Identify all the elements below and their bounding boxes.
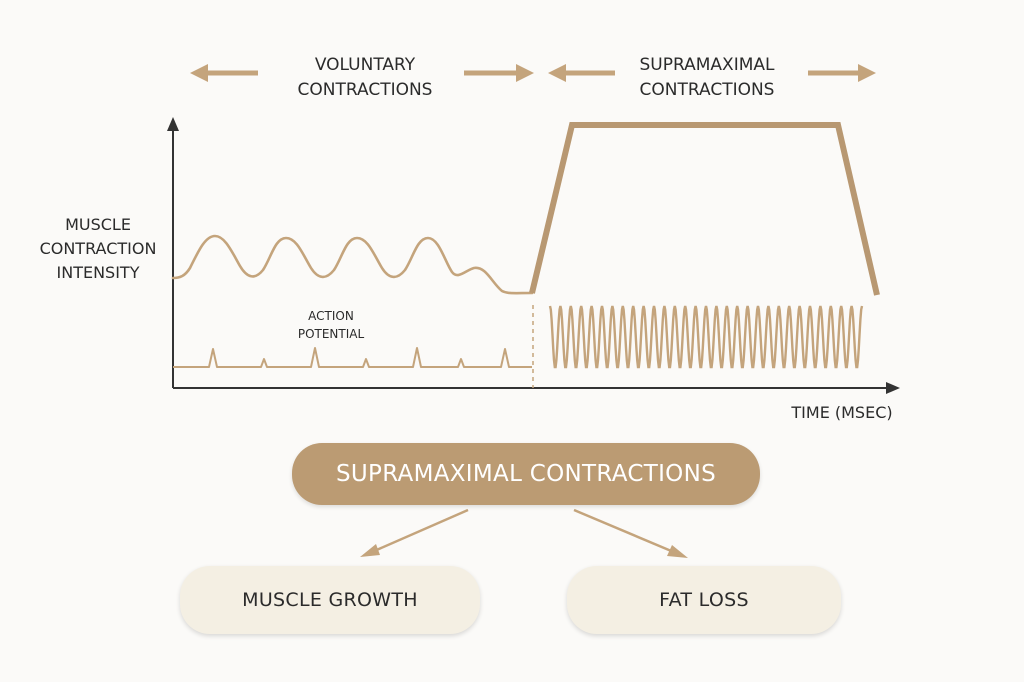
supramaximal-label-line1: SUPRAMAXIMAL — [640, 55, 775, 75]
muscle-growth-pill: MUSCLE GROWTH — [180, 566, 480, 634]
fat-loss-pill: FAT LOSS — [567, 566, 841, 634]
supramaximal-range-arrows — [548, 64, 876, 82]
supramaximal-contraction-plateau — [529, 122, 880, 296]
high-frequency-firing-wave — [548, 305, 864, 369]
supramaximal-arrow-left-head — [548, 64, 566, 82]
arrow-to-fat-loss — [573, 508, 677, 555]
y-axis-arrowhead — [167, 117, 179, 131]
voluntary-range-arrows — [190, 64, 534, 82]
voluntary-label-line1: VOLUNTARY — [315, 55, 416, 75]
action-potential-label-line1: ACTION — [308, 309, 354, 323]
y-axis-label-line3: INTENSITY — [57, 263, 140, 282]
arrow-to-muscle-growth — [371, 508, 469, 554]
action-potential-spikes — [173, 347, 532, 368]
supramaximal-label-line2: CONTRACTIONS — [640, 80, 775, 100]
action-potential-label-line2: POTENTIAL — [298, 327, 365, 341]
arrow-to-muscle-growth-head — [360, 544, 380, 557]
y-axis-label-line1: MUSCLE — [65, 215, 131, 234]
x-axis-arrowhead — [886, 382, 900, 394]
voluntary-arrow-left-head — [190, 64, 208, 82]
voluntary-label-line2: CONTRACTIONS — [298, 80, 433, 100]
y-axis-label-line2: CONTRACTION — [40, 239, 157, 258]
voluntary-arrow-right-head — [516, 64, 534, 82]
x-axis-label: TIME (MSEC) — [790, 403, 892, 422]
voluntary-contraction-wave — [171, 234, 534, 295]
supramaximal-arrow-right-head — [858, 64, 876, 82]
arrow-to-fat-loss-head — [667, 545, 688, 558]
supramaximal-contractions-pill: SUPRAMAXIMAL CONTRACTIONS — [292, 443, 760, 505]
